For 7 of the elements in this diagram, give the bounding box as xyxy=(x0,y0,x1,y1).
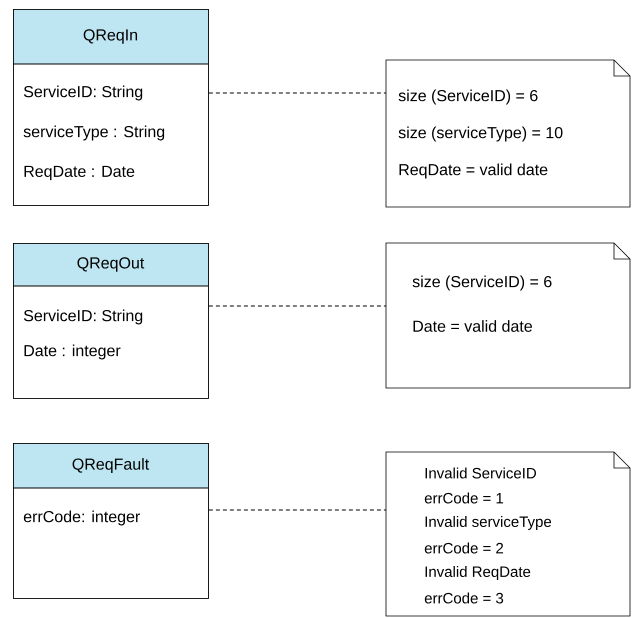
class-box: QReqIn ServiceID: String serviceType : String ReqDate : Date xyxy=(12,9,209,206)
note-box: Invalid ServiceID errCode = 1 Invalid serviceType errCode = 2 Invalid ReqDate errCode = 3 xyxy=(386,452,630,616)
note-box: size (ServiceID) = 6 size (serviceType) = 10 ReqDate = valid date xyxy=(386,60,630,208)
dashed-connector xyxy=(208,92,386,94)
class-box: QReqOut ServiceID: String Date : integer xyxy=(12,243,209,399)
note-box: size (ServiceID) = 6 Date = valid date xyxy=(386,242,630,388)
class-box: QReqFault errCode: integer xyxy=(12,443,209,599)
